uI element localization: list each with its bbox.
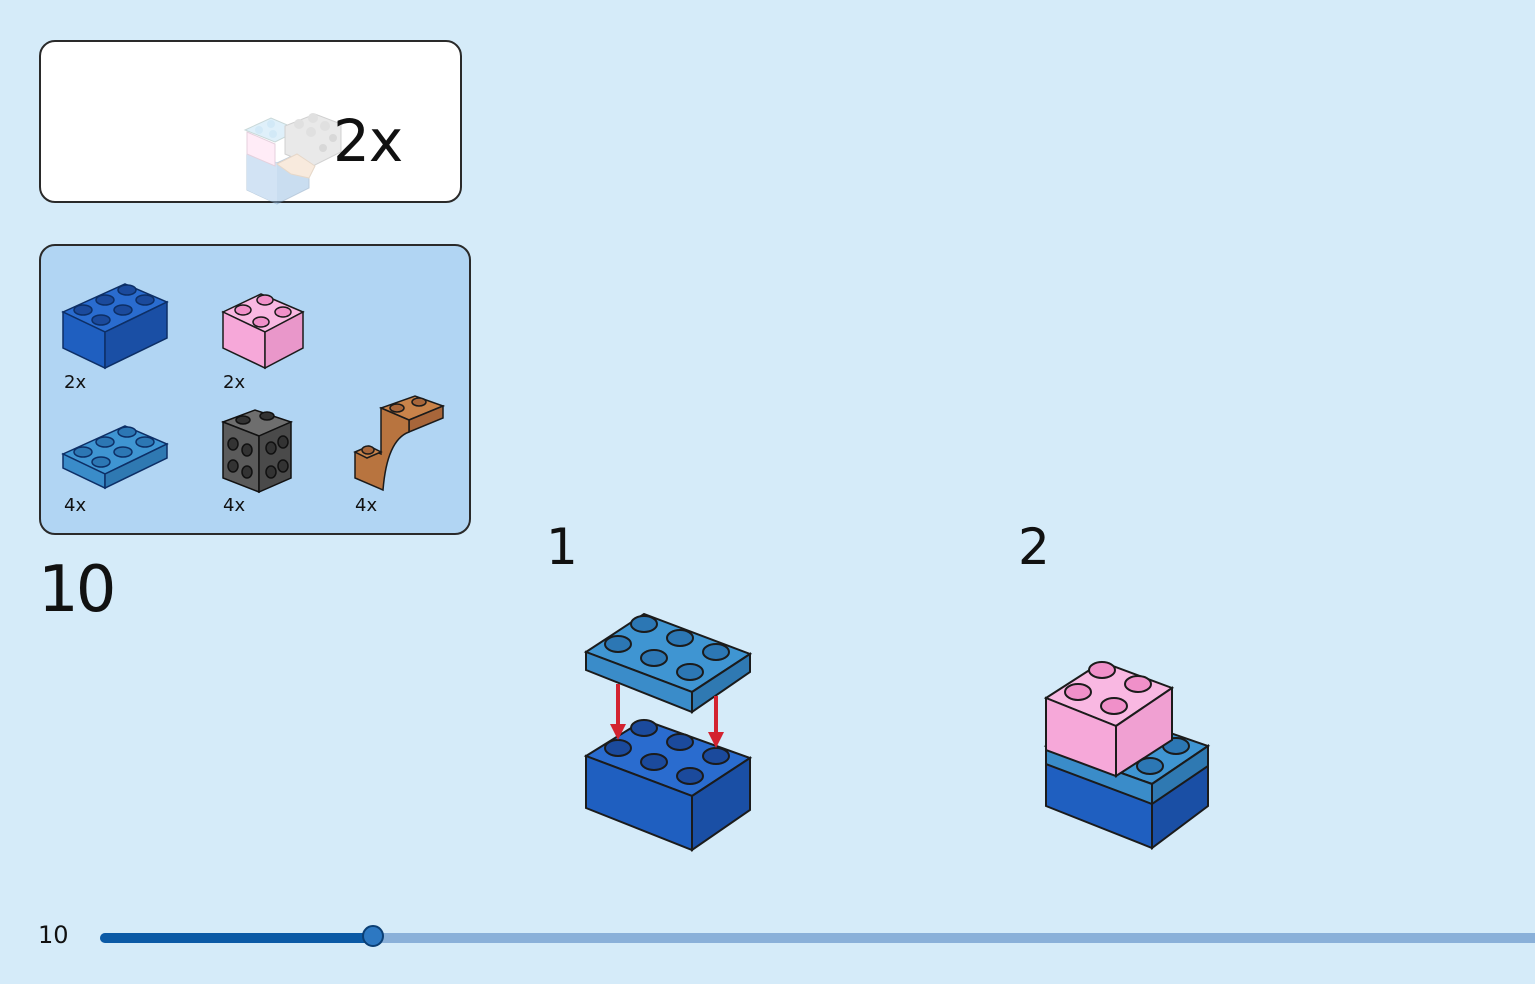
part-quantity: 4x [355, 495, 378, 516]
sub-step-label: 1 [546, 518, 578, 576]
part-arch-brick-nougat [353, 395, 445, 492]
submodel-callout: 2x [39, 40, 462, 205]
part-quantity: 4x [64, 495, 87, 516]
page-number: 10 [38, 921, 69, 949]
placement-arrow-icon [610, 684, 724, 748]
parts-list-panel: 2x 2x 4x 4x [39, 244, 471, 535]
part-brick-studs-4-sides-grey [221, 409, 294, 494]
part-quantity: 4x [223, 495, 246, 516]
part-brick-2x4-blue [61, 283, 169, 370]
progress-bar-fill [100, 933, 373, 943]
part-quantity: 2x [223, 372, 246, 393]
part-quantity: 2x [64, 372, 87, 393]
part-plate-2x4-medium-blue [61, 425, 169, 490]
submodel-quantity: 2x [333, 107, 403, 175]
part-brick-2x2-pink [221, 293, 305, 370]
sub-step-2-illustration [1043, 660, 1211, 850]
progress-handle[interactable] [362, 925, 384, 947]
sub-step-label: 2 [1018, 518, 1050, 576]
step-number: 10 [38, 553, 116, 627]
progress-bar[interactable] [100, 925, 1535, 947]
submodel-preview-image [243, 113, 342, 205]
sub-step-1-illustration [583, 612, 753, 852]
